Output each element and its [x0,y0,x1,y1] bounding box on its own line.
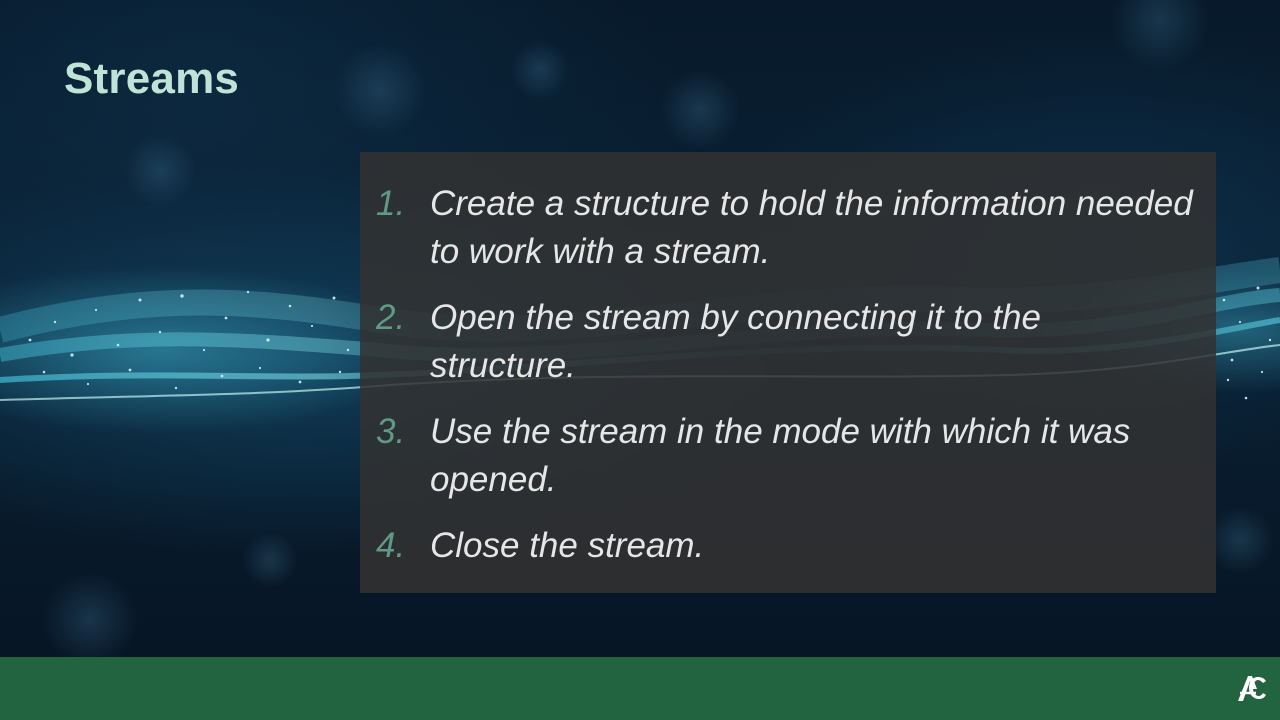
step-number: 4. [376,526,406,565]
step-text: Open the stream by connecting it to the … [430,298,1041,385]
step-item: 4. Close the stream. [376,522,1196,570]
step-number: 3. [376,412,406,451]
footer-bar [0,657,1280,720]
slide-title: Streams [64,54,240,103]
step-number: 2. [376,298,406,337]
step-text: Close the stream. [430,526,705,565]
step-text: Use the stream in the mode with which it… [430,412,1131,499]
step-text: Create a structure to hold the informati… [430,184,1193,271]
step-item: 3. Use the stream in the mode with which… [376,408,1196,504]
step-item: 2. Open the stream by connecting it to t… [376,294,1196,390]
ac-logo-icon [1238,676,1266,701]
steps-panel: 1. Create a structure to hold the inform… [360,152,1216,593]
step-number: 1. [376,184,406,223]
step-item: 1. Create a structure to hold the inform… [376,180,1196,276]
steps-list: 1. Create a structure to hold the inform… [376,180,1196,570]
